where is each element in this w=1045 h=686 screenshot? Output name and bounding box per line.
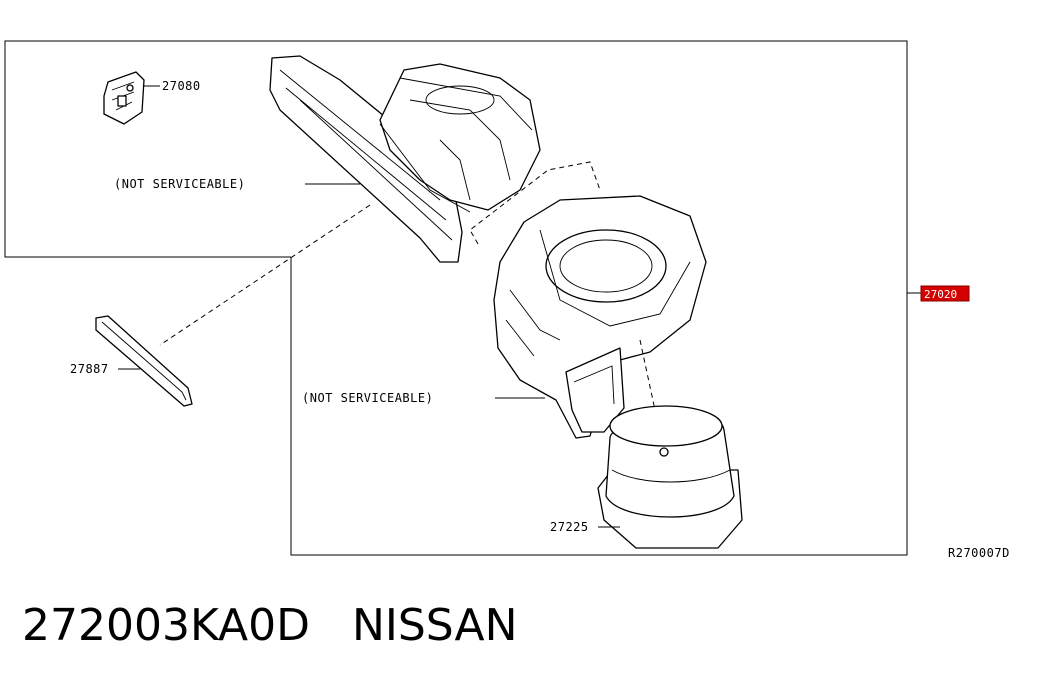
blower-housing-part [493, 195, 707, 439]
callout-lower-not-serviceable: (NOT SERVICEABLE) [302, 391, 433, 405]
gasket-part [95, 315, 193, 407]
callout-27887: 27887 [70, 362, 109, 376]
actuator-part [103, 71, 145, 125]
upper-frame [4, 40, 908, 556]
highlight-box [920, 285, 970, 302]
upper-housing-part [269, 55, 541, 263]
callout-27225: 27225 [550, 520, 589, 534]
parts-diagram: 27080 (NOT SERVICEABLE) 27887 (NOT SERVI… [4, 40, 1010, 560]
callout-upper-not-serviceable: (NOT SERVICEABLE) [114, 177, 245, 191]
callout-27020: 27020 [924, 288, 957, 301]
part-number-caption: 272003KA0D NISSAN [22, 600, 518, 651]
blower-motor-part [597, 405, 743, 549]
callout-27080: 27080 [162, 79, 201, 93]
diagram-code: R270007D [948, 546, 1010, 560]
